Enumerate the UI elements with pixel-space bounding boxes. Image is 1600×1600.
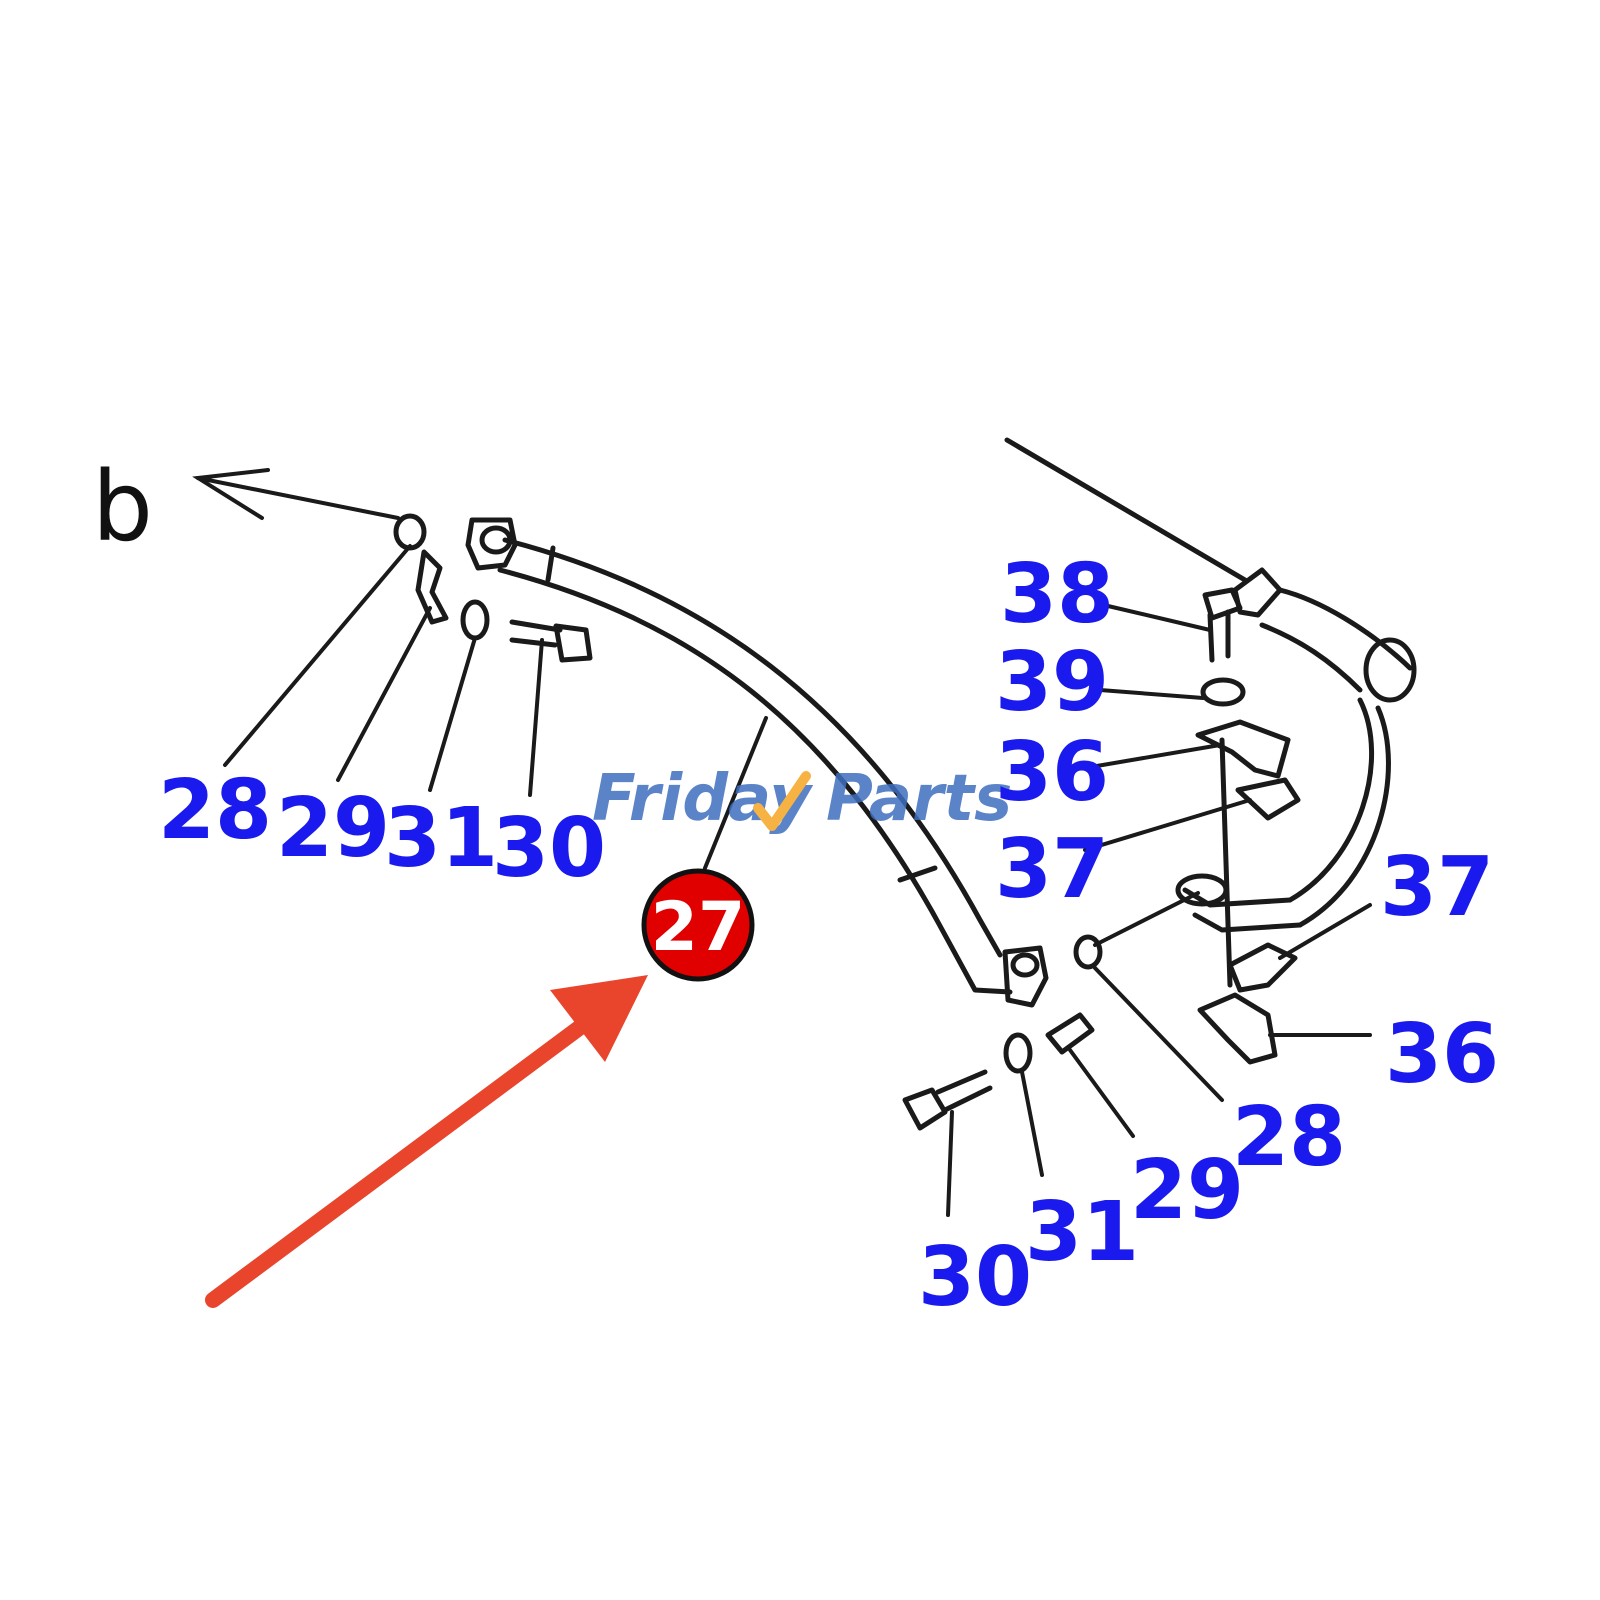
washer-31-left <box>460 599 490 641</box>
clamp-36-upper <box>1195 719 1291 779</box>
callout-30-right: 30 <box>918 1230 1032 1325</box>
callout-31-right: 31 <box>1025 1185 1139 1280</box>
clamp-37-upper <box>1235 777 1301 821</box>
badge-label: 27 <box>651 888 746 967</box>
callout-38: 38 <box>1000 547 1114 642</box>
upper-right-hose <box>1004 437 1417 933</box>
bolt-30-left <box>509 619 593 663</box>
section-letter: b <box>92 451 153 563</box>
callout-30-left: 30 <box>492 801 606 896</box>
clamp-spacer <box>1175 873 1229 907</box>
callout-29-left: 29 <box>276 781 390 876</box>
highlight-arrow <box>205 975 648 1308</box>
pipe-27 <box>497 537 1013 995</box>
watermark-friday: Friday <box>592 762 813 836</box>
left-flange-fitting <box>465 517 518 571</box>
callout-39: 39 <box>995 635 1109 730</box>
badge-circle <box>641 868 755 982</box>
callout-37-right: 37 <box>1380 840 1494 935</box>
bolt-38 <box>1202 587 1243 663</box>
callout-28-left: 28 <box>158 763 272 858</box>
watermark-check-icon <box>753 771 811 831</box>
split-flange-29-left <box>415 549 449 625</box>
callout-31-left: 31 <box>384 791 498 886</box>
callout-36-right: 36 <box>1385 1007 1499 1102</box>
washer-31-right <box>1003 1032 1033 1074</box>
callout-36-upper: 36 <box>995 725 1109 820</box>
direction-arrow <box>192 468 400 520</box>
watermark: Friday Parts <box>592 762 1012 836</box>
callout-28-right: 28 <box>1232 1090 1346 1185</box>
highlight-badge: 27 <box>641 868 755 982</box>
watermark-parts: Parts <box>826 762 1012 836</box>
right-flange-fitting <box>1002 945 1049 1008</box>
nut-39 <box>1200 677 1246 707</box>
clamp-37-lower <box>1227 942 1298 993</box>
split-flange-29-right <box>1045 1012 1095 1055</box>
callout-37-upper: 37 <box>995 822 1109 917</box>
callout-29-right: 29 <box>1130 1143 1244 1238</box>
bolt-30-right <box>902 1069 993 1131</box>
o-ring-28-right <box>1073 934 1103 970</box>
clamp-36-lower <box>1197 992 1278 1065</box>
leader-lines <box>223 544 1372 1217</box>
o-ring-28-left <box>393 513 427 551</box>
clamp-rod <box>1219 737 1233 988</box>
